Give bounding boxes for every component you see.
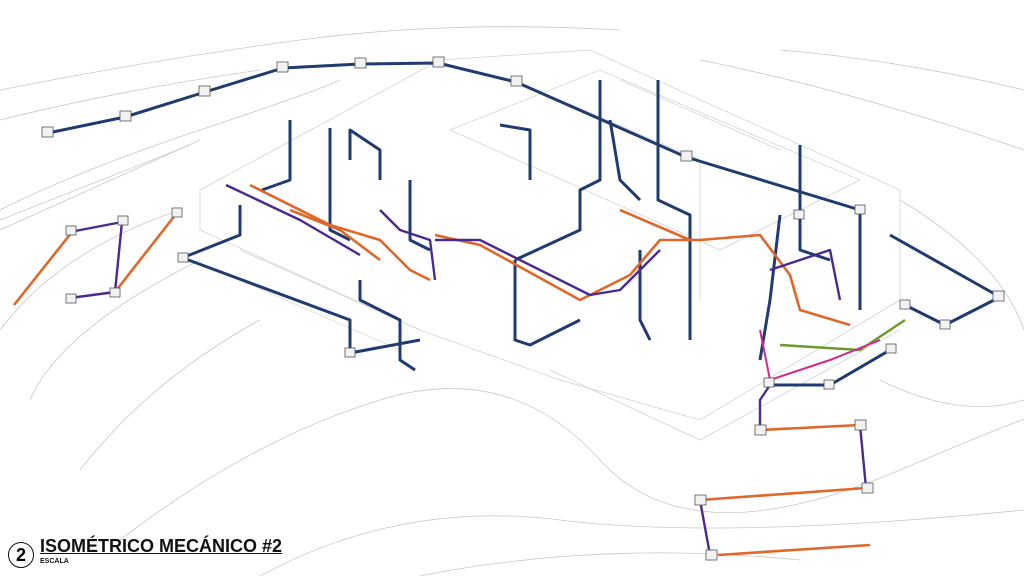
- drawing-number: 2: [8, 542, 34, 568]
- building-outline: [199, 49, 901, 441]
- refrigerant-lines: [12, 183, 871, 557]
- drawing-title: ISOMÉTRICO MECÁNICO #2: [40, 536, 283, 556]
- terrain-contours: [0, 26, 1024, 576]
- green-line: [779, 319, 906, 352]
- supply-ducts: [47, 61, 1001, 387]
- scale-label: ESCALA: [40, 558, 69, 565]
- equipment-units: [41, 56, 1005, 561]
- drain-lines: [69, 183, 868, 556]
- magenta-line: [759, 329, 881, 382]
